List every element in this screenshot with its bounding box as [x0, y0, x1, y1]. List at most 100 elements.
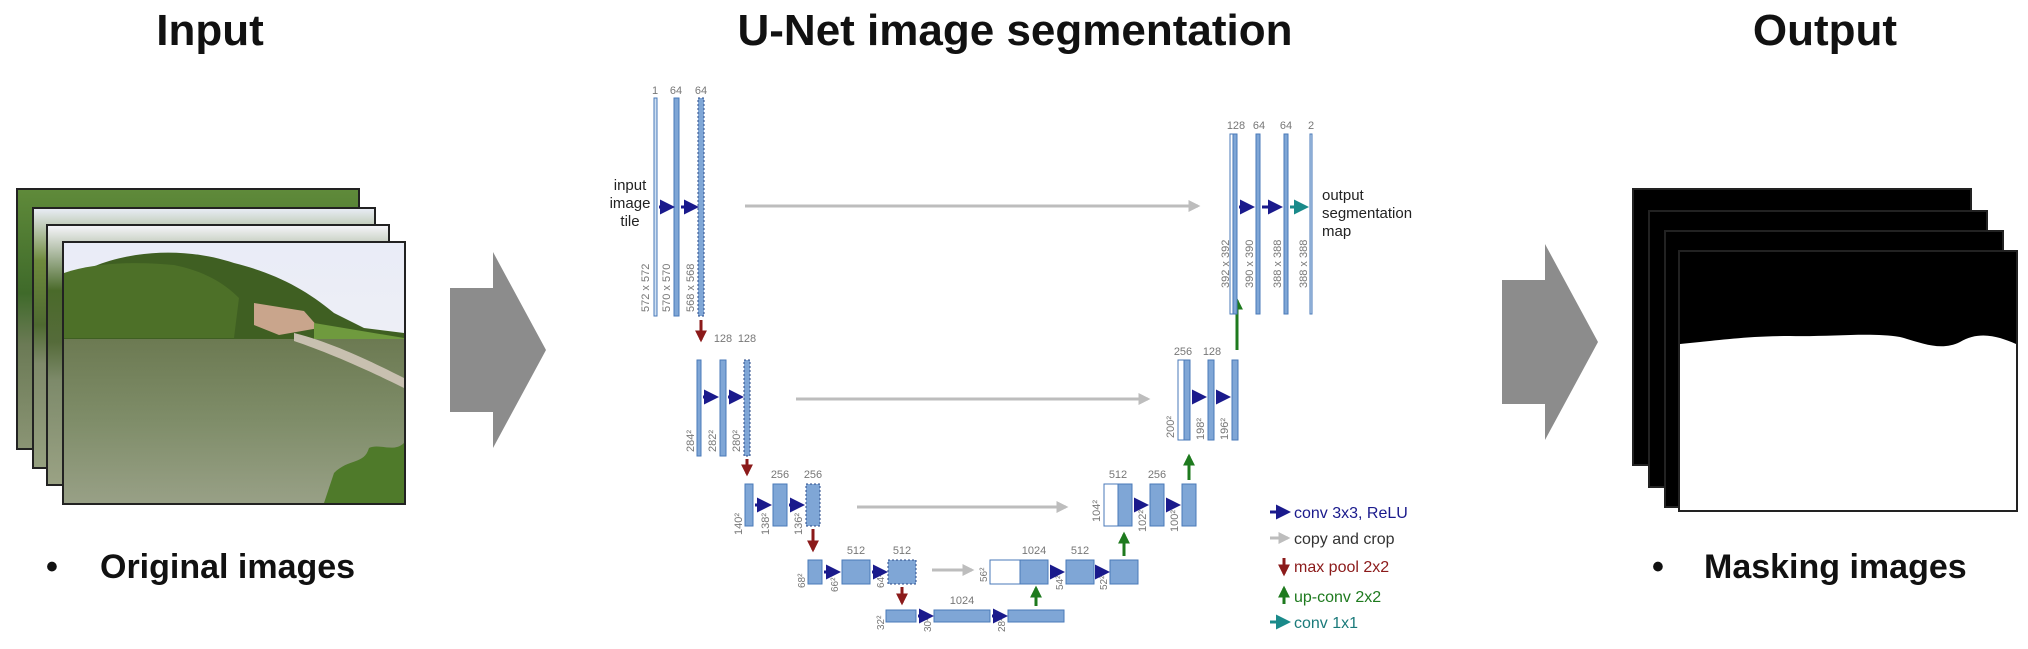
decoder-level-4: 1024 512 56² 54² 52² — [979, 531, 1139, 590]
feature-map — [744, 483, 754, 527]
feature-map — [1181, 483, 1197, 527]
feature-map — [807, 559, 823, 585]
size-label: 66² — [830, 577, 841, 592]
feature-map — [743, 359, 751, 457]
feature-map — [841, 559, 871, 585]
unet-heading: U-Net image segmentation — [737, 6, 1293, 55]
skip-connections — [745, 200, 1201, 576]
size-label: 568 x 568 — [685, 264, 697, 312]
channel-label: 1 — [652, 85, 658, 97]
input-heading: Input — [156, 6, 264, 55]
legend: conv 3x3, ReLU copy and crop max pool 2x… — [1270, 504, 1408, 632]
input-to-unet-arrow — [450, 252, 546, 448]
feature-map — [1309, 133, 1313, 315]
input-image-front — [62, 241, 406, 505]
bottleneck-level: 1024 32² 30² 28² — [876, 585, 1065, 632]
input-caption: Original images — [100, 548, 356, 586]
channel-label: 64 — [1280, 120, 1292, 132]
channel-label: 1024 — [950, 595, 974, 607]
lake-photo — [64, 243, 404, 503]
feature-map — [1117, 483, 1133, 527]
decoder-level-1: 128 64 64 2 392 x 392 390 x 390 388 x 38… — [1220, 120, 1412, 315]
channel-label: 256 — [804, 469, 822, 481]
feature-map — [1232, 133, 1238, 315]
channel-label: 128 — [738, 333, 756, 345]
feature-map — [1149, 483, 1165, 527]
feature-map-copy — [1177, 359, 1185, 441]
size-label: 196² — [1219, 418, 1231, 440]
size-label: 138² — [760, 513, 772, 535]
output-caption: Masking images — [1704, 548, 1967, 586]
feature-map — [805, 483, 821, 527]
feature-map-copy — [1103, 483, 1119, 527]
feature-map — [933, 609, 991, 623]
size-label: 68² — [797, 573, 808, 588]
feature-map — [885, 609, 917, 623]
output-heading: Output — [1752, 6, 1898, 55]
channel-label: 256 — [1148, 469, 1166, 481]
feature-map — [1255, 133, 1261, 315]
channel-label: 64 — [670, 85, 682, 97]
feature-map — [653, 97, 658, 317]
feature-map — [1207, 359, 1215, 441]
size-label: 52² — [1099, 575, 1110, 590]
size-label: 30² — [923, 617, 934, 632]
input-caption-bullet: • — [46, 548, 58, 586]
encoder-level-4: 512 512 68² 66² 64² — [797, 545, 917, 606]
decoder-level-2: 256 128 200² 198² 196² — [1165, 297, 1243, 441]
channel-label: 512 — [847, 545, 865, 557]
encoder-level-2: 128 128 284² 282² 280² — [685, 333, 756, 477]
channel-label: 512 — [893, 545, 911, 557]
channel-label: 256 — [771, 469, 789, 481]
encoder-level-1: 1 64 64 572 x 572 570 x 570 568 x 568 in… — [610, 85, 707, 343]
unet-diagram: 1 64 64 572 x 572 570 x 570 568 x 568 in… — [610, 85, 1412, 632]
size-label: 198² — [1195, 418, 1207, 440]
feature-map — [1007, 609, 1065, 623]
size-label: 392 x 392 — [1220, 240, 1232, 288]
feature-map — [1109, 559, 1139, 585]
size-label: 284² — [685, 430, 697, 452]
mask-image-front — [1678, 250, 2018, 512]
channel-label: 128 — [1203, 346, 1221, 358]
size-label: 100² — [1169, 510, 1181, 532]
feature-map — [1065, 559, 1095, 585]
size-label: 572 x 572 — [640, 264, 652, 312]
feature-map — [1183, 359, 1191, 441]
size-label: 280² — [731, 430, 743, 452]
channel-label: 128 — [714, 333, 732, 345]
input-tile-label: input — [614, 177, 647, 194]
size-label: 136² — [793, 513, 805, 535]
input-tile-label: image — [610, 195, 651, 212]
size-label: 388 x 388 — [1272, 240, 1284, 288]
channel-label: 512 — [1071, 545, 1089, 557]
size-label: 56² — [979, 567, 990, 582]
size-label: 28² — [997, 617, 1008, 632]
feature-map — [673, 97, 680, 317]
size-label: 390 x 390 — [1244, 240, 1256, 288]
legend-upconv-label: up-conv 2x2 — [1294, 589, 1381, 606]
size-label: 388 x 388 — [1298, 240, 1310, 288]
feature-map — [1019, 559, 1049, 585]
channel-label: 2 — [1308, 120, 1314, 132]
size-label: 54² — [1055, 575, 1066, 590]
legend-conv-label: conv 3x3, ReLU — [1294, 505, 1408, 522]
mask-shape — [1680, 252, 2016, 347]
feature-map — [696, 359, 702, 457]
legend-conv1x1-label: conv 1x1 — [1294, 615, 1358, 632]
size-label: 64² — [876, 573, 887, 588]
legend-pool-label: max pool 2x2 — [1294, 559, 1389, 576]
input-tile-label: tile — [620, 213, 639, 230]
feature-map — [887, 559, 917, 585]
channel-label: 128 — [1227, 120, 1245, 132]
unet-to-output-arrow — [1502, 244, 1598, 440]
output-caption-bullet: • — [1652, 548, 1664, 586]
size-label: 200² — [1165, 416, 1177, 438]
channel-label: 64 — [1253, 120, 1265, 132]
feature-map — [1231, 359, 1239, 441]
feature-map — [697, 97, 705, 317]
encoder-level-3: 256 256 140² 138² 136² — [733, 469, 822, 553]
channel-label: 256 — [1174, 346, 1192, 358]
feature-map — [719, 359, 727, 457]
output-map-label: map — [1322, 223, 1351, 240]
channel-label: 512 — [1109, 469, 1127, 481]
